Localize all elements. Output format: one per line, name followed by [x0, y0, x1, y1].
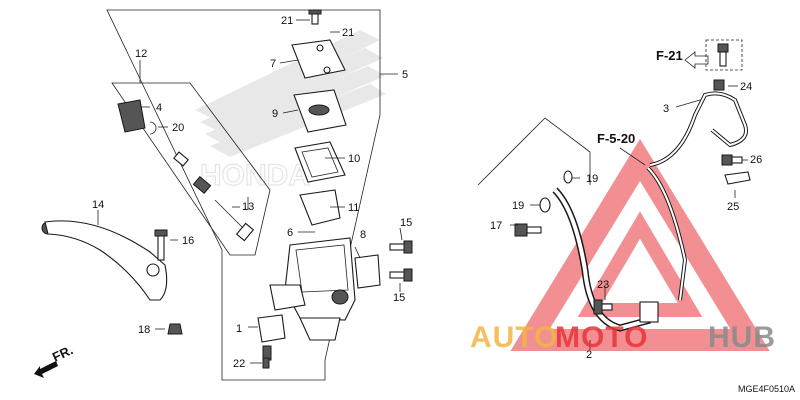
callout-12: 12	[135, 48, 147, 60]
brake-pipe-3	[646, 91, 748, 301]
callout-19-right: 19	[586, 173, 598, 185]
front-arrow: FR.	[34, 342, 75, 378]
piston-13	[173, 151, 255, 242]
callout-10: 10	[348, 153, 360, 165]
piston-group-outline	[111, 82, 271, 256]
callout-26: 26	[750, 154, 762, 166]
wordmark-auto: AUTO	[470, 321, 558, 354]
brake-lever	[41, 220, 168, 301]
hose-group-outline	[477, 117, 591, 186]
callout-21-right: 21	[342, 27, 354, 39]
bolt-15	[389, 240, 413, 282]
nut-18	[167, 323, 183, 335]
float-11	[299, 189, 341, 226]
diaphragm	[294, 141, 346, 183]
callout-7: 7	[270, 58, 276, 70]
ref-f21-label: F-21	[656, 48, 683, 63]
callout-2: 2	[586, 349, 592, 361]
holder-8	[354, 254, 381, 289]
bolt-17	[514, 223, 542, 237]
screw-22	[262, 357, 270, 369]
automotohub-wordmark: AUTO MOTO HUB	[470, 321, 776, 354]
callout-20: 20	[172, 122, 184, 134]
master-cylinder-body	[269, 237, 356, 341]
pivot-bolt-16	[154, 229, 168, 261]
screw-f21	[705, 39, 743, 71]
circlip-20	[149, 121, 157, 135]
callout-18: 18	[138, 324, 150, 336]
ref-f21-arrow: F-21	[656, 48, 709, 69]
reservoir-cap	[291, 39, 346, 79]
callout-15-lower: 15	[393, 292, 405, 304]
callout-3: 3	[663, 103, 669, 115]
callout-5: 5	[402, 69, 408, 81]
honda-text-watermark: HONDA	[200, 159, 310, 192]
callout-16: 16	[182, 235, 194, 247]
wordmark-hub: HUB	[708, 321, 776, 354]
assembly-group-outline	[106, 9, 381, 381]
callout-21-left: 21	[281, 15, 293, 27]
callout-22: 22	[233, 358, 245, 370]
callout-17: 17	[490, 220, 502, 232]
callout-14: 14	[92, 199, 104, 211]
callout-15-upper: 15	[400, 217, 412, 229]
clamp-24	[713, 79, 725, 91]
ref-f520: F-5-20	[597, 131, 646, 166]
callout-23: 23	[597, 279, 609, 291]
bolt-23	[593, 299, 613, 315]
callout-9: 9	[272, 108, 278, 120]
callout-24: 24	[740, 81, 752, 93]
screw-21	[308, 9, 322, 25]
bolt-26	[721, 154, 743, 166]
callout-19-left: 19	[512, 200, 524, 212]
callout-8: 8	[360, 229, 366, 241]
ref-f520-label: F-5-20	[597, 131, 635, 146]
callout-6: 6	[287, 227, 293, 239]
callout-25: 25	[727, 201, 739, 213]
front-label: FR.	[50, 342, 75, 364]
callout-labels: 1 2 3 4 5 6 7 8 9 10 11 12 13 14 15 15 1…	[92, 15, 762, 370]
callout-13: 13	[242, 201, 254, 213]
honda-wing-watermark: HONDA	[195, 30, 386, 193]
diagram-code: MGE4F0510A	[738, 384, 795, 394]
boot-4	[117, 99, 146, 133]
callout-4: 4	[156, 102, 162, 114]
switch-1	[257, 314, 286, 361]
callout-1: 1	[236, 323, 242, 335]
wordmark-moto: MOTO	[555, 321, 648, 354]
callout-11: 11	[348, 202, 359, 214]
diaphragm-plate	[293, 89, 347, 133]
leader-lines	[97, 19, 748, 364]
clip-25	[724, 171, 751, 185]
brake-hose-2	[552, 187, 659, 332]
